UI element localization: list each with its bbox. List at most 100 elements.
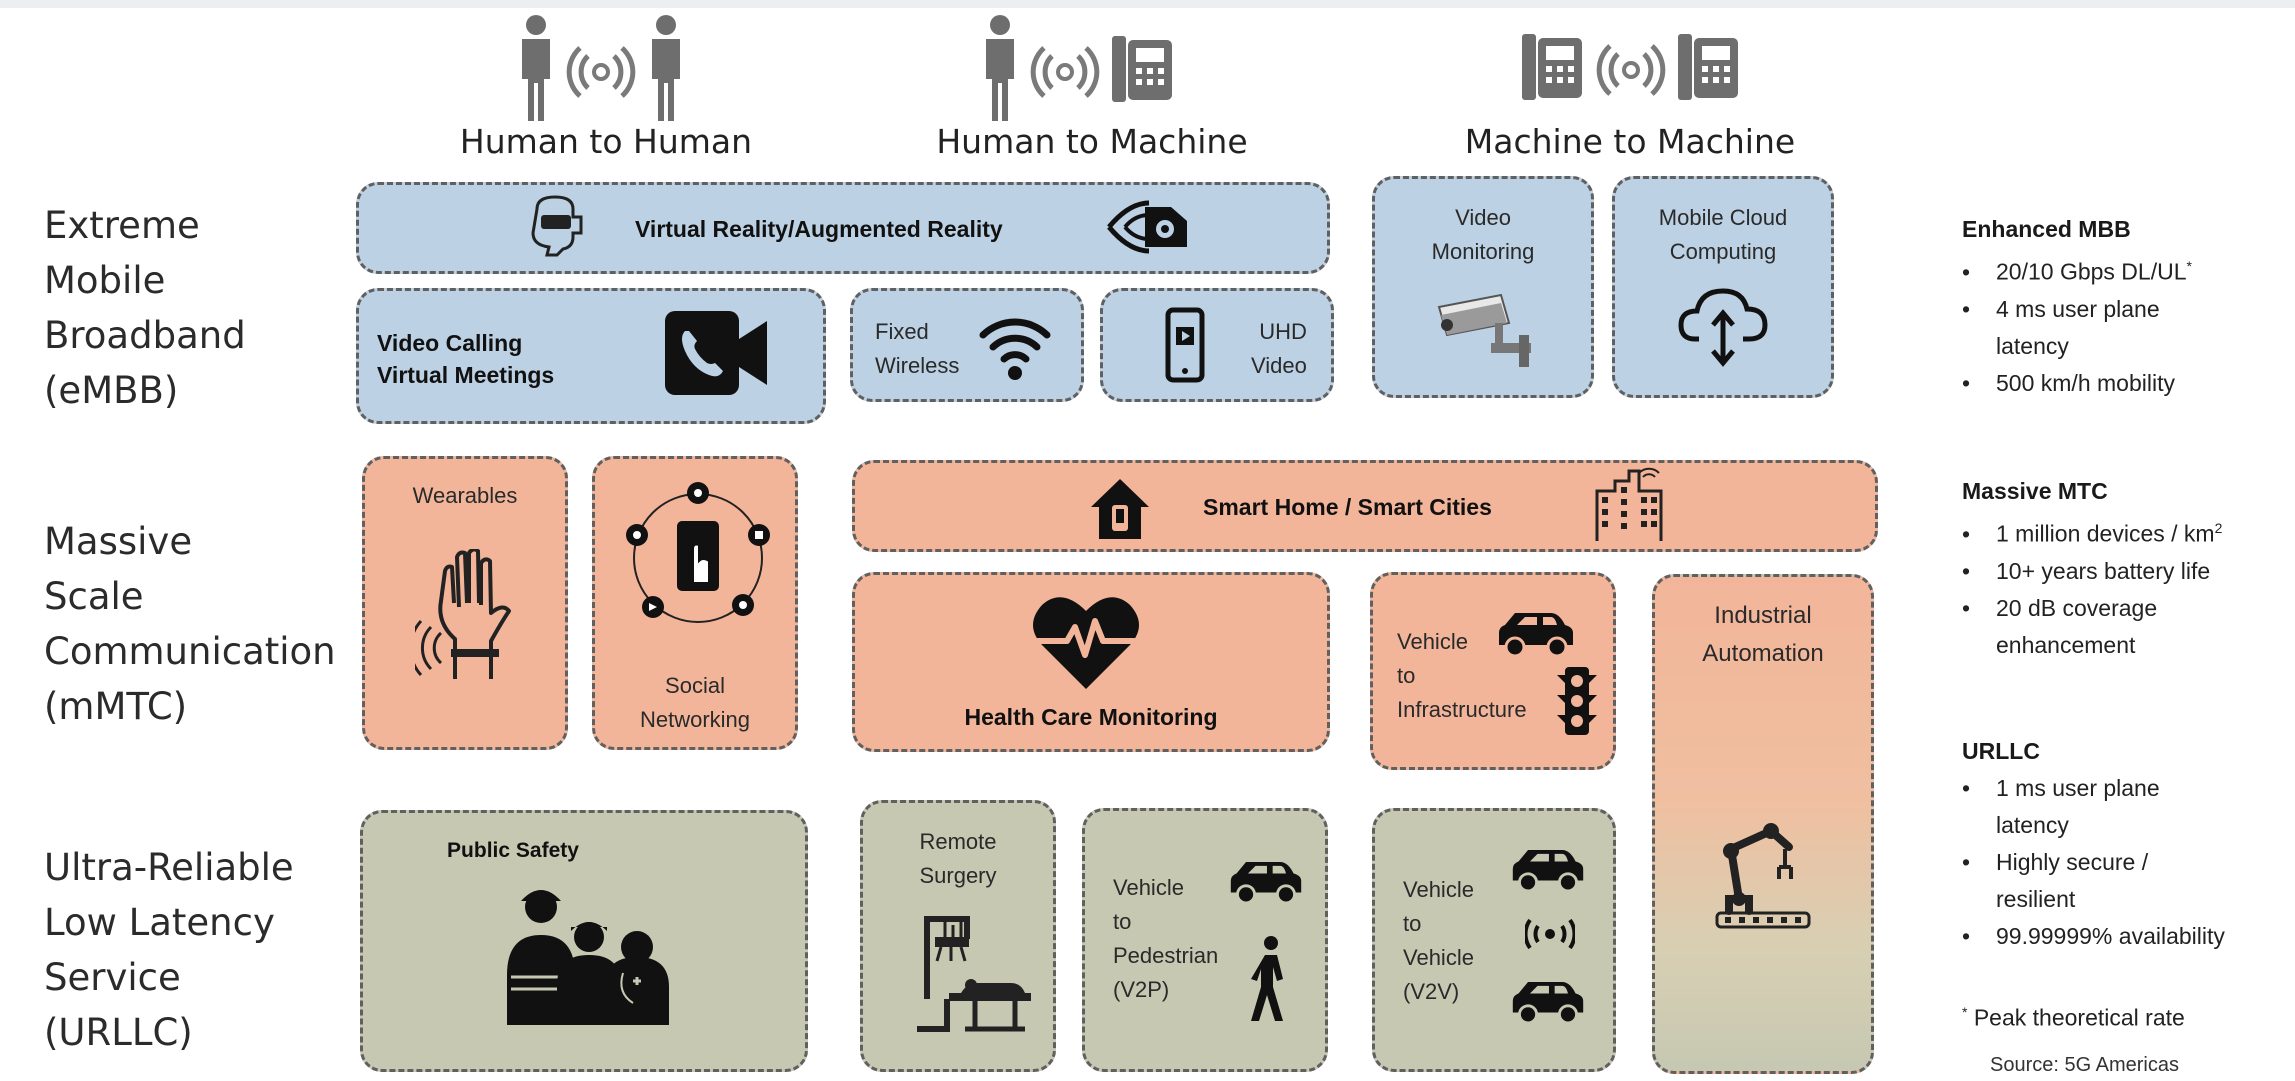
label-line: (V2V) [1403,979,1460,1004]
first-responders-icon [499,877,679,1027]
label-line: Video Calling [377,330,523,356]
label-line: Pedestrian [1113,943,1219,968]
remote-surgery-label: Remote Surgery [863,825,1053,893]
spec-item: •1 million devices / km2 [1962,520,2223,547]
robot-arm-icon [1713,821,1813,931]
row-label-line: Massive [44,520,193,563]
cloud-updown-icon [1677,283,1769,367]
row-label-mmtc: Massive Scale Communication (mMTC) [44,514,336,734]
person-icon [516,14,556,124]
label-line: Vehicle [1403,877,1474,902]
spec-text: 10+ years battery life [1996,557,2211,584]
video-calling-box: Video Calling Virtual Meetings [356,288,826,424]
health-care-box: Health Care Monitoring [852,572,1330,752]
label-line: Fixed [875,319,929,344]
v2i-box: Vehicle to Infrastructure [1370,572,1616,770]
label-line: Video [1455,205,1511,230]
car-signal-icon [1525,907,1575,961]
video-call-icon [661,305,773,401]
spec-item: enhancement [1962,627,2222,664]
phone-device-icon [1676,30,1740,104]
vr-ar-box: Virtual Reality/Augmented Reality [356,182,1330,274]
phone-device-icon [1110,34,1174,104]
car-icon [1227,857,1305,907]
spec-text: enhancement [1996,631,2136,658]
label-line: Networking [639,707,751,732]
vr-headset-icon [527,195,583,257]
row-label-line: Low Latency [44,901,275,944]
person-icon [646,14,686,124]
spec-text: 1 ms user plane [1996,775,2160,801]
row-label-line: Scale [44,575,144,618]
uhd-video-box: UHD Video [1100,288,1334,402]
label-line: Social [665,673,725,698]
spec-text: 1 million devices / km [1996,520,2215,547]
remote-surgery-box: Remote Surgery [860,800,1056,1072]
smart-home-icon [1087,475,1153,541]
spec-item: resilient [1962,881,2225,918]
industrial-automation-label: Industrial Automation [1655,597,1871,673]
label-line: to [1397,663,1416,688]
v2v-label: Vehicle to Vehicle (V2V) [1403,873,1474,1009]
label-line: Computing [1669,239,1777,264]
footnote-text: Peak theoretical rate [1973,1004,2185,1031]
v2p-box: Vehicle to Pedestrian (V2P) [1082,808,1328,1072]
label-line: UHD [1259,319,1307,344]
label-line: Remote [919,829,997,854]
mmtc-spec-list: •1 million devices / km2 •10+ years batt… [1962,510,2222,664]
label-line: Automation [1702,640,1824,667]
column-header-human-to-human: Human to Human [459,122,753,161]
embb-spec-list: •20/10 Gbps DL/UL* •4 ms user plane late… [1962,248,2192,402]
public-safety-box: Public Safety [360,810,808,1072]
spec-text: resilient [1996,886,2076,912]
row-label-line: Ultra-Reliable [44,846,294,889]
spec-text: 4 ms user plane [1996,295,2160,322]
label-line: Mobile Cloud [1658,205,1788,230]
vr-ar-label: Virtual Reality/Augmented Reality [635,216,1003,242]
label-line: (V2P) [1113,977,1170,1002]
signal-waves-icon [566,42,636,102]
row-label-line: Mobile [44,259,166,302]
label-line: Industrial [1714,602,1812,629]
spec-text: 20 dB coverage [1996,594,2158,621]
surgery-robot-icon [905,907,1035,1037]
label-line: to [1403,911,1422,936]
industrial-automation-box: Industrial Automation [1652,574,1874,1074]
row-label-line: Broadband [44,314,246,357]
label-line: Monitoring [1431,239,1535,264]
car-icon [1509,977,1587,1027]
phone-device-icon [1520,30,1584,104]
row-label-urllc: Ultra-Reliable Low Latency Service (URLL… [44,840,294,1060]
row-label-line: (eMBB) [44,369,179,412]
spec-text: latency [1996,332,2069,359]
wifi-icon [977,307,1053,383]
smart-home-label: Smart Home / Smart Cities [1203,494,1492,520]
spec-item: latency [1962,328,2192,365]
spec-item: •500 km/h mobility [1962,369,2175,396]
video-monitoring-label: Video Monitoring [1375,201,1591,269]
footnote-mark: * [1962,1004,1968,1020]
row-label-embb: Extreme Mobile Broadband (eMBB) [44,198,246,418]
label-line: to [1113,909,1132,934]
label-line: Video [1251,353,1307,378]
spec-item: •4 ms user plane [1962,295,2160,322]
hand-wearable-icon [415,549,525,689]
mobile-cloud-label: Mobile Cloud Computing [1615,201,1831,269]
urllc-spec-title: URLLC [1962,738,2040,764]
spec-item: •20 dB coverage [1962,594,2158,621]
social-networking-box: Social Networking [592,456,798,750]
spec-item: •20/10 Gbps DL/UL* [1962,258,2192,285]
health-care-label: Health Care Monitoring [964,704,1218,730]
label-line: Surgery [919,863,997,888]
spec-text: 20/10 Gbps DL/UL [1996,258,2187,285]
column-header-machine-to-machine: Machine to Machine [1464,122,1796,161]
mobile-cloud-box: Mobile Cloud Computing [1612,176,1834,398]
city-buildings-icon [1593,467,1665,543]
smartphone-video-icon [1165,307,1205,383]
embb-spec-title: Enhanced MBB [1962,216,2131,242]
car-icon [1509,845,1587,895]
spec-item: •1 ms user plane [1962,775,2160,801]
spec-superscript: 2 [2214,520,2223,536]
spec-text: 500 km/h mobility [1996,369,2175,396]
v2p-label: Vehicle to Pedestrian (V2P) [1113,871,1218,1007]
